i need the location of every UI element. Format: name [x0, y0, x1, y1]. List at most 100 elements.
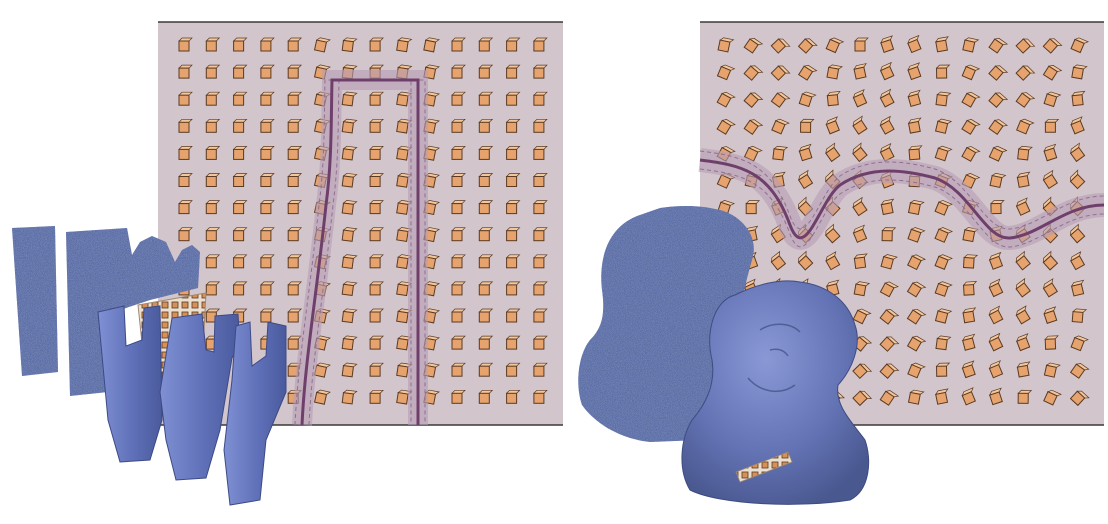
right-curve [698, 148, 1105, 250]
cube [852, 142, 868, 163]
cube [341, 254, 358, 269]
cube [852, 308, 872, 325]
cube [1044, 335, 1059, 350]
cube [1071, 64, 1088, 80]
cube [205, 146, 221, 160]
cube [717, 37, 735, 53]
cube [369, 118, 384, 133]
cube [287, 146, 303, 160]
cube [369, 308, 384, 323]
cube [232, 146, 248, 160]
cube [825, 223, 841, 244]
cube [451, 118, 466, 133]
cube [990, 200, 1005, 215]
cube [369, 91, 384, 106]
cube [287, 91, 303, 106]
cube [287, 37, 303, 52]
cube [879, 281, 899, 298]
cube [1069, 390, 1090, 407]
cube [770, 65, 791, 81]
cube [478, 227, 494, 242]
cube [369, 37, 384, 52]
cube [478, 173, 494, 187]
cube [743, 65, 764, 81]
cube [369, 146, 384, 160]
cube [934, 145, 953, 162]
cube [1016, 171, 1031, 188]
cube [797, 38, 818, 54]
cube [797, 250, 814, 271]
cube [1070, 251, 1086, 271]
cube [505, 335, 521, 350]
cube [989, 172, 1007, 189]
cube [1015, 65, 1036, 81]
cube [533, 389, 548, 404]
cube [287, 254, 303, 269]
cube [505, 281, 521, 296]
cube [1015, 277, 1031, 298]
cube [341, 362, 358, 378]
cube [934, 227, 954, 243]
cube [533, 227, 548, 242]
cube [1070, 279, 1085, 297]
cube [533, 281, 548, 296]
cube [451, 281, 466, 296]
cube [205, 173, 221, 187]
cube [369, 335, 384, 350]
cube [533, 64, 548, 79]
cube [934, 388, 949, 405]
cube [1044, 118, 1060, 133]
cube [1043, 143, 1058, 162]
point-cloud-bust [578, 205, 754, 442]
cube [533, 146, 548, 160]
cube [988, 37, 1009, 54]
cube [825, 116, 840, 135]
cube [341, 308, 358, 324]
cube [1016, 118, 1035, 135]
cube [961, 119, 981, 135]
cube [853, 253, 868, 269]
cube [205, 227, 221, 242]
cube [716, 119, 736, 135]
cube [505, 37, 521, 52]
cube [961, 333, 976, 351]
cube [478, 308, 494, 323]
cube [478, 281, 494, 296]
cube [205, 91, 221, 106]
cube [341, 118, 358, 134]
cube [423, 37, 440, 53]
cube [341, 145, 358, 161]
cube [178, 173, 193, 187]
cube [879, 336, 900, 352]
cube [772, 145, 789, 161]
cube [396, 172, 413, 188]
cube [988, 332, 1004, 352]
cube [1015, 197, 1031, 216]
cube [907, 89, 922, 107]
cube [1016, 361, 1031, 378]
cube [232, 281, 248, 296]
cube [369, 389, 384, 404]
cube [880, 198, 895, 216]
cube [879, 142, 895, 162]
cube [533, 254, 548, 269]
cube [478, 118, 494, 133]
cube [745, 200, 761, 215]
cube [881, 227, 897, 242]
cube [205, 64, 221, 79]
cube [961, 360, 976, 379]
cube [232, 91, 248, 106]
cube [1016, 333, 1031, 352]
cube [853, 63, 867, 80]
cube [232, 118, 248, 133]
cube [852, 390, 873, 407]
cube [906, 335, 927, 352]
cube [962, 281, 978, 296]
cube [313, 37, 331, 53]
cube [852, 88, 868, 108]
cube [505, 308, 521, 323]
cube [825, 251, 841, 271]
cube [369, 362, 384, 377]
cube [341, 200, 358, 215]
cube [852, 363, 873, 379]
